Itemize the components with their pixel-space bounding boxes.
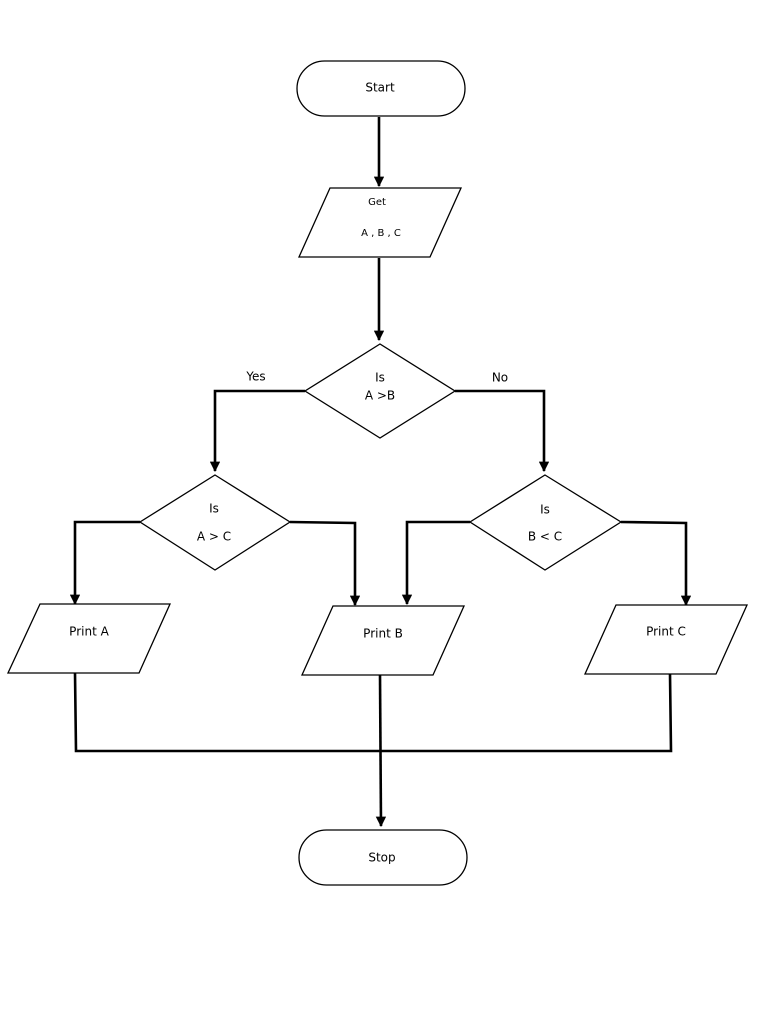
arrow-decision-ab-yes	[209, 389, 305, 473]
stop-terminator: Stop	[298, 829, 468, 886]
print-a-label: Print A	[69, 625, 109, 639]
line-print-c-to-merge	[380, 673, 673, 753]
input-line1: Get	[368, 197, 386, 208]
decision-b-lt-c: Is B < C	[468, 474, 623, 571]
line-print-a-to-merge	[73, 672, 380, 753]
yes-branch-label: Yes	[245, 370, 265, 384]
input-line2: A , B , C	[361, 228, 401, 239]
decision-bc-line1: Is	[540, 503, 550, 517]
start-terminator: Start	[296, 60, 466, 117]
print-b-label: Print B	[363, 627, 403, 641]
input-parallelogram: Get A , B , C	[297, 187, 463, 258]
arrow-print-b-to-stop	[375, 674, 387, 828]
decision-ab-line1: Is	[375, 371, 385, 385]
decision-ac-line1: Is	[209, 502, 219, 516]
connectors	[69, 117, 692, 828]
arrow-decision-ac-to-print-b	[289, 520, 361, 607]
arrow-decision-ab-no	[455, 389, 550, 473]
arrow-decision-bc-to-print-b	[401, 520, 470, 606]
decision-bc-line2: B < C	[528, 530, 562, 544]
decision-ac-line2: A > C	[197, 530, 231, 544]
print-b-parallelogram: Print B	[300, 605, 466, 676]
arrow-decision-ac-to-print-a	[69, 520, 140, 606]
decision-a-gt-c: Is A > C	[138, 474, 292, 571]
print-c-label: Print C	[646, 625, 686, 639]
decision-a-gt-b: Is A >B	[303, 343, 457, 439]
start-label: Start	[365, 81, 395, 95]
decision-ab-line2: A >B	[365, 389, 395, 403]
print-a-parallelogram: Print A	[6, 603, 172, 674]
no-branch-label: No	[492, 371, 508, 385]
arrow-decision-bc-to-print-c	[620, 520, 692, 607]
print-c-parallelogram: Print C	[583, 604, 749, 675]
stop-label: Stop	[368, 851, 395, 865]
